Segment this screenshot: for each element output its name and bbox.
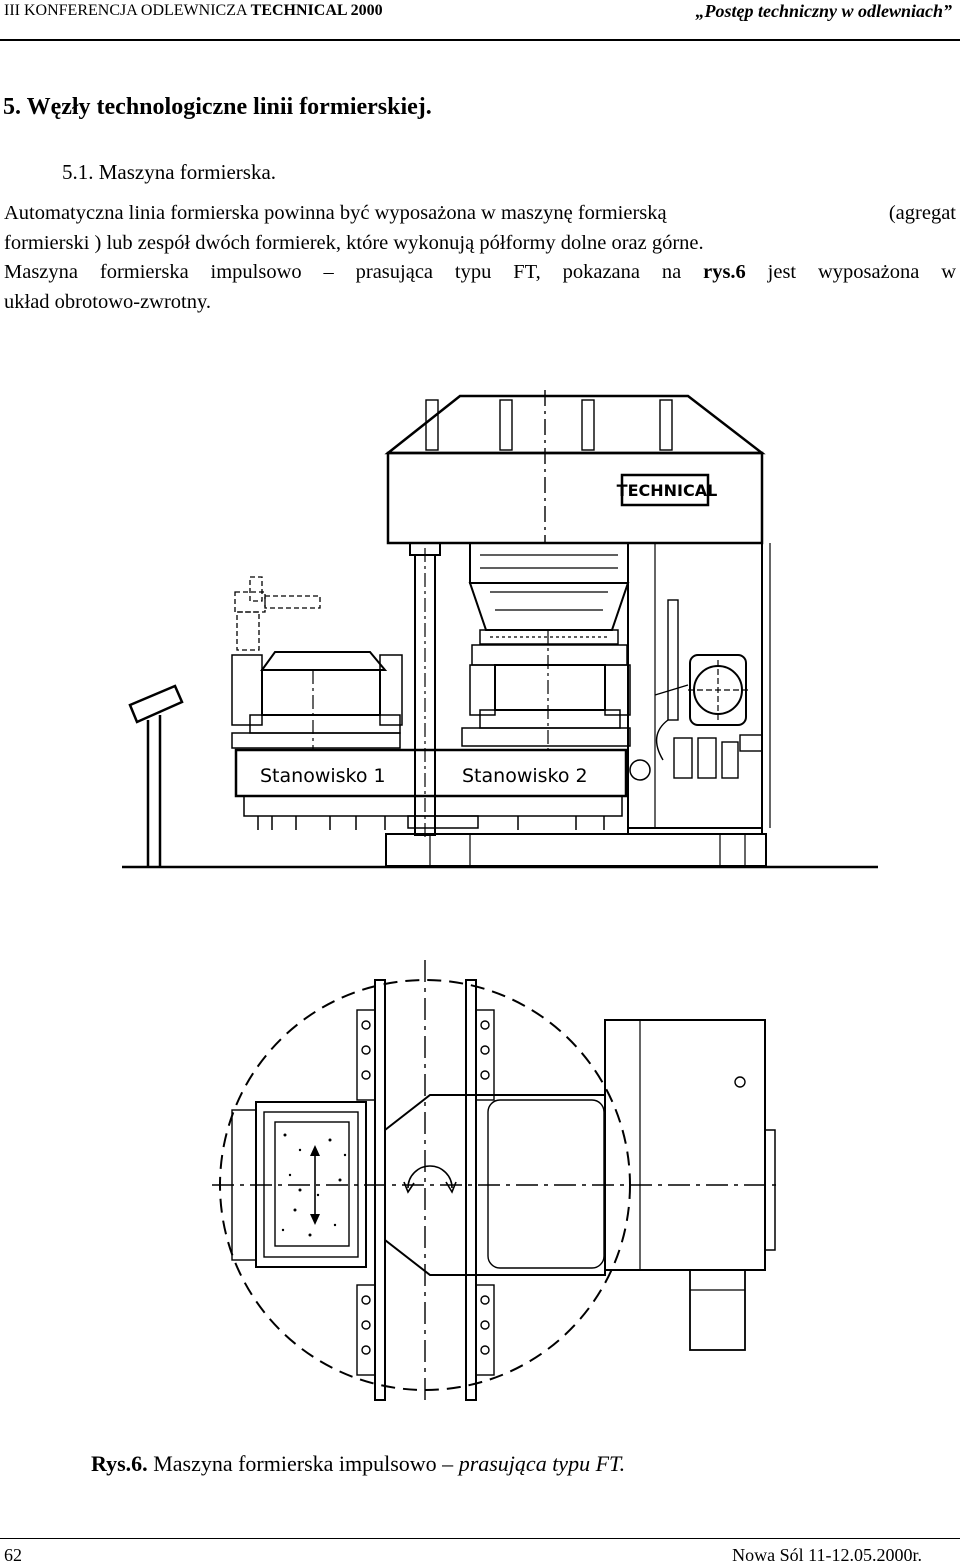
section-title: 5. Węzły technologiczne linii formierski… — [3, 94, 432, 120]
station-1-label: Stanowisko 1 — [260, 765, 386, 787]
header-rule — [0, 39, 960, 41]
molding-machine-drawing: TECHNICAL Stanowisko 1 Stanowisko 2 — [122, 390, 878, 1405]
header-conference-brand: TECHNICAL 2000 — [250, 2, 383, 19]
header-topic: „Postęp techniczny w odlewniach” — [695, 1, 953, 21]
footer-place-date: Nowa Sól 11-12.05.2000r. — [732, 1545, 922, 1565]
station-2-label: Stanowisko 2 — [462, 765, 588, 787]
subsection-title: 5.1. Maszyna formierska. — [62, 160, 277, 184]
logo-label: TECHNICAL — [617, 481, 718, 500]
body-paragraph: Automatyczna linia formierska powinna by… — [4, 199, 956, 317]
page-number: 62 — [4, 1545, 22, 1565]
body-line-2: formierski ) lub zespół dwóch formierek,… — [4, 231, 704, 254]
footer-rule — [0, 1538, 960, 1539]
header-conference-name: III KONFERENCJA ODLEWNICZA — [4, 2, 251, 19]
header-conference-title: III KONFERENCJA ODLEWNICZA TECHNICAL 200… — [4, 2, 383, 20]
figure-caption: Rys.6. Maszyna formierska impulsowo – pr… — [91, 1451, 626, 1476]
caption-label: Rys.6. — [91, 1451, 148, 1476]
body-line-4: układ obrotowo-zwrotny. — [4, 290, 212, 313]
figure-reference: rys.6 — [703, 261, 746, 283]
body-line-3: Maszyna formierska impulsowo – prasująca… — [4, 261, 956, 283]
body-line-1: Automatyczna linia formierska powinna by… — [4, 202, 956, 224]
